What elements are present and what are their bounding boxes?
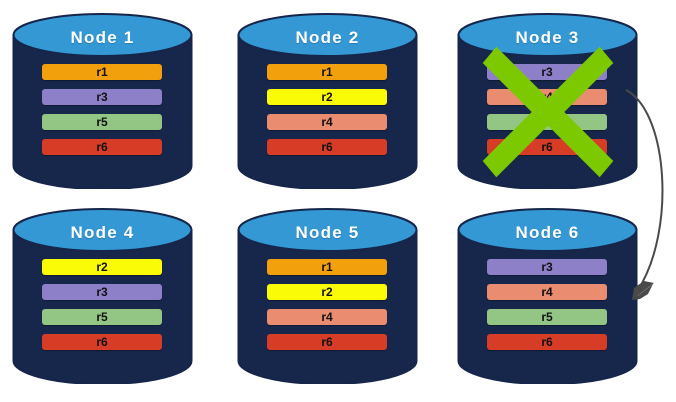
record-bar[interactable]: r3: [42, 89, 162, 105]
record-bar[interactable]: r3: [42, 284, 162, 300]
cylinder-top: [237, 13, 418, 57]
cylinder-top: [12, 208, 193, 252]
record-bar[interactable]: r6: [42, 334, 162, 350]
record-bar[interactable]: r6: [487, 334, 607, 350]
record-list: r1 r2 r4 r6: [267, 259, 387, 350]
cylinder-top: [457, 13, 638, 57]
record-bar[interactable]: r2: [267, 284, 387, 300]
record-list: r3 r4 r5 r6: [487, 64, 607, 155]
record-bar[interactable]: r1: [42, 64, 162, 80]
record-bar[interactable]: r2: [42, 259, 162, 275]
record-bar[interactable]: r4: [267, 114, 387, 130]
record-bar[interactable]: r5: [42, 114, 162, 130]
record-bar[interactable]: r6: [487, 139, 607, 155]
record-bar[interactable]: r5: [42, 309, 162, 325]
record-bar[interactable]: r4: [267, 309, 387, 325]
record-list: r3 r4 r5 r6: [487, 259, 607, 350]
record-list: r2 r3 r5 r6: [42, 259, 162, 350]
record-bar[interactable]: r6: [267, 334, 387, 350]
record-bar[interactable]: r3: [487, 64, 607, 80]
record-bar[interactable]: r1: [267, 259, 387, 275]
cylinder-top: [457, 208, 638, 252]
record-bar[interactable]: r1: [267, 64, 387, 80]
cylinder-top: [237, 208, 418, 252]
record-list: r1 r2 r4 r6: [267, 64, 387, 155]
record-bar[interactable]: r2: [267, 89, 387, 105]
record-list: r1 r3 r5 r6: [42, 64, 162, 155]
record-bar[interactable]: r4: [487, 89, 607, 105]
record-bar[interactable]: r5: [487, 309, 607, 325]
record-bar[interactable]: r6: [42, 139, 162, 155]
cylinder-top: [12, 13, 193, 57]
record-bar[interactable]: r5: [487, 114, 607, 130]
record-bar[interactable]: r3: [487, 259, 607, 275]
record-bar[interactable]: r4: [487, 284, 607, 300]
record-bar[interactable]: r6: [267, 139, 387, 155]
